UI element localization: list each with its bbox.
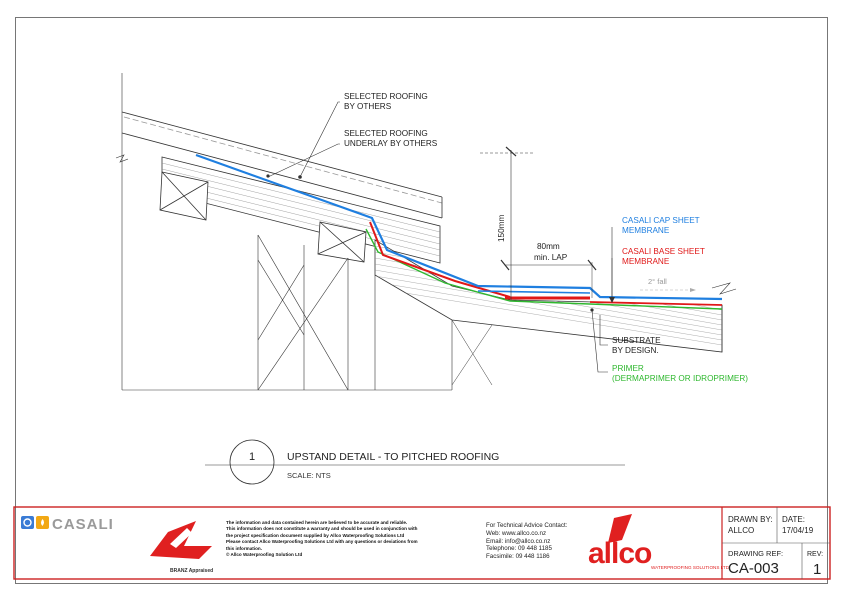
cap-sheet-lap [477, 290, 591, 294]
dim-tick-top [505, 146, 517, 157]
date-value: 17/04/19 [782, 526, 814, 535]
disclaimer-line: The information and data contained herei… [226, 520, 408, 525]
contact-info: For Technical Advice Contact: Web: www.a… [486, 522, 567, 561]
allco-logo: allco WATERPROOFING SOLUTIONS LTD [588, 514, 730, 570]
dim-150-label: 150mm [497, 215, 506, 242]
cap-sheet-line [195, 153, 723, 301]
disclaimer-line: Please contact Allco Waterproofing Solut… [226, 539, 418, 545]
drawing-ref-value: CA-003 [728, 560, 779, 577]
branz-label: BRANZ Appraised [170, 568, 213, 574]
disclaimer-line: this information. [226, 545, 262, 551]
leader-dots [266, 174, 615, 312]
allco-tagline: WATERPROOFING SOLUTIONS LTD [651, 565, 730, 570]
truss [122, 234, 452, 391]
fall-arrowhead [690, 288, 696, 292]
break-mark-right [711, 282, 737, 295]
casali-wordmark: CASALI [52, 516, 114, 533]
rafter-grain [162, 162, 440, 257]
contact-email-link[interactable]: Email: info@allco.co.nz [486, 537, 551, 545]
label-roofing-1: SELECTED ROOFING [344, 92, 428, 101]
roofing-top-line [121, 111, 443, 198]
label-primer-2: (DERMAPRIMER OR IDROPRIMER) [612, 374, 748, 383]
label-cap-2: MEMBRANE [622, 226, 670, 235]
label-substrate-2: BY DESIGN. [612, 346, 659, 355]
dim-lap-label-2: min. LAP [534, 253, 568, 262]
contact-web-link[interactable]: Web: www.allco.co.nz [486, 529, 547, 537]
fall-label: 2° fall [648, 277, 667, 286]
contact-phone: Telephone: 09 448 1185 [486, 545, 552, 553]
base-sheet-lower [369, 221, 511, 298]
underlay-dashed-line [123, 116, 443, 204]
casali-icon-blue [21, 516, 34, 529]
detail-diagram [115, 73, 737, 391]
detail-scale: SCALE: NTS [287, 471, 331, 480]
callout-labels: SELECTED ROOFING BY OTHERS SELECTED ROOF… [344, 92, 748, 383]
casali-flame-icon [41, 519, 44, 526]
label-cap-1: CASALI CAP SHEET [622, 216, 700, 225]
casali-logo: CASALI [21, 516, 114, 533]
branz-mark-cut [170, 528, 192, 548]
detail-number-circle [229, 439, 275, 485]
deck-brace-2 [451, 324, 493, 386]
title-block-info: DRAWN BY: ALLCO DATE: 17/04/19 DRAWING R… [728, 515, 823, 578]
drawn-by-value: ALLCO [728, 526, 754, 535]
disclaimer-line: the project specification document suppl… [226, 532, 405, 538]
break-mark-left [115, 154, 129, 163]
detail-title: UPSTAND DETAIL - TO PITCHED ROOFING [287, 451, 499, 463]
label-underlay-2: UNDERLAY BY OTHERS [344, 139, 438, 148]
allco-wordmark: allco [588, 537, 652, 570]
label-primer-1: PRIMER [612, 364, 644, 373]
sheet-border [15, 17, 828, 584]
disclaimer-text: The information and data contained herei… [226, 520, 476, 558]
drawing-ref-label: DRAWING REF: [728, 549, 783, 558]
label-substrate-1: SUBSTRATE [612, 336, 661, 345]
date-label: DATE: [782, 515, 805, 524]
drawn-by-label: DRAWN BY: [728, 515, 773, 524]
contact-heading: For Technical Advice Contact: [486, 522, 568, 529]
branz-logo: BRANZ Appraised [150, 521, 213, 574]
contact-fax: Facsimile: 09 448 1186 [486, 553, 550, 561]
label-underlay-1: SELECTED ROOFING [344, 129, 428, 138]
label-base-1: CASALI BASE SHEET [622, 247, 705, 256]
purlin-right [317, 221, 367, 263]
leaders [267, 101, 613, 373]
casali-swirl-icon [23, 518, 32, 527]
purlin-left [159, 171, 209, 221]
detail-number: 1 [249, 451, 255, 463]
disclaimer-line: © Allco Waterproofing Solution Ltd [226, 552, 303, 558]
rev-value: 1 [813, 561, 821, 578]
allco-mark-icon [608, 514, 632, 543]
rev-label: REV: [807, 551, 823, 558]
label-roofing-2: BY OTHERS [344, 102, 392, 111]
label-base-2: MEMBRANE [622, 257, 670, 266]
deck-brace [451, 319, 493, 386]
dim-lap-label-1: 80mm [537, 242, 560, 251]
roofing-bottom-line [121, 132, 443, 219]
detail-title-block: 1 UPSTAND DETAIL - TO PITCHED ROOFING SC… [205, 439, 625, 485]
disclaimer-line: This information does not constitute a w… [226, 526, 418, 532]
primer-line [365, 228, 723, 310]
dim-lap-tick-left [500, 259, 510, 271]
